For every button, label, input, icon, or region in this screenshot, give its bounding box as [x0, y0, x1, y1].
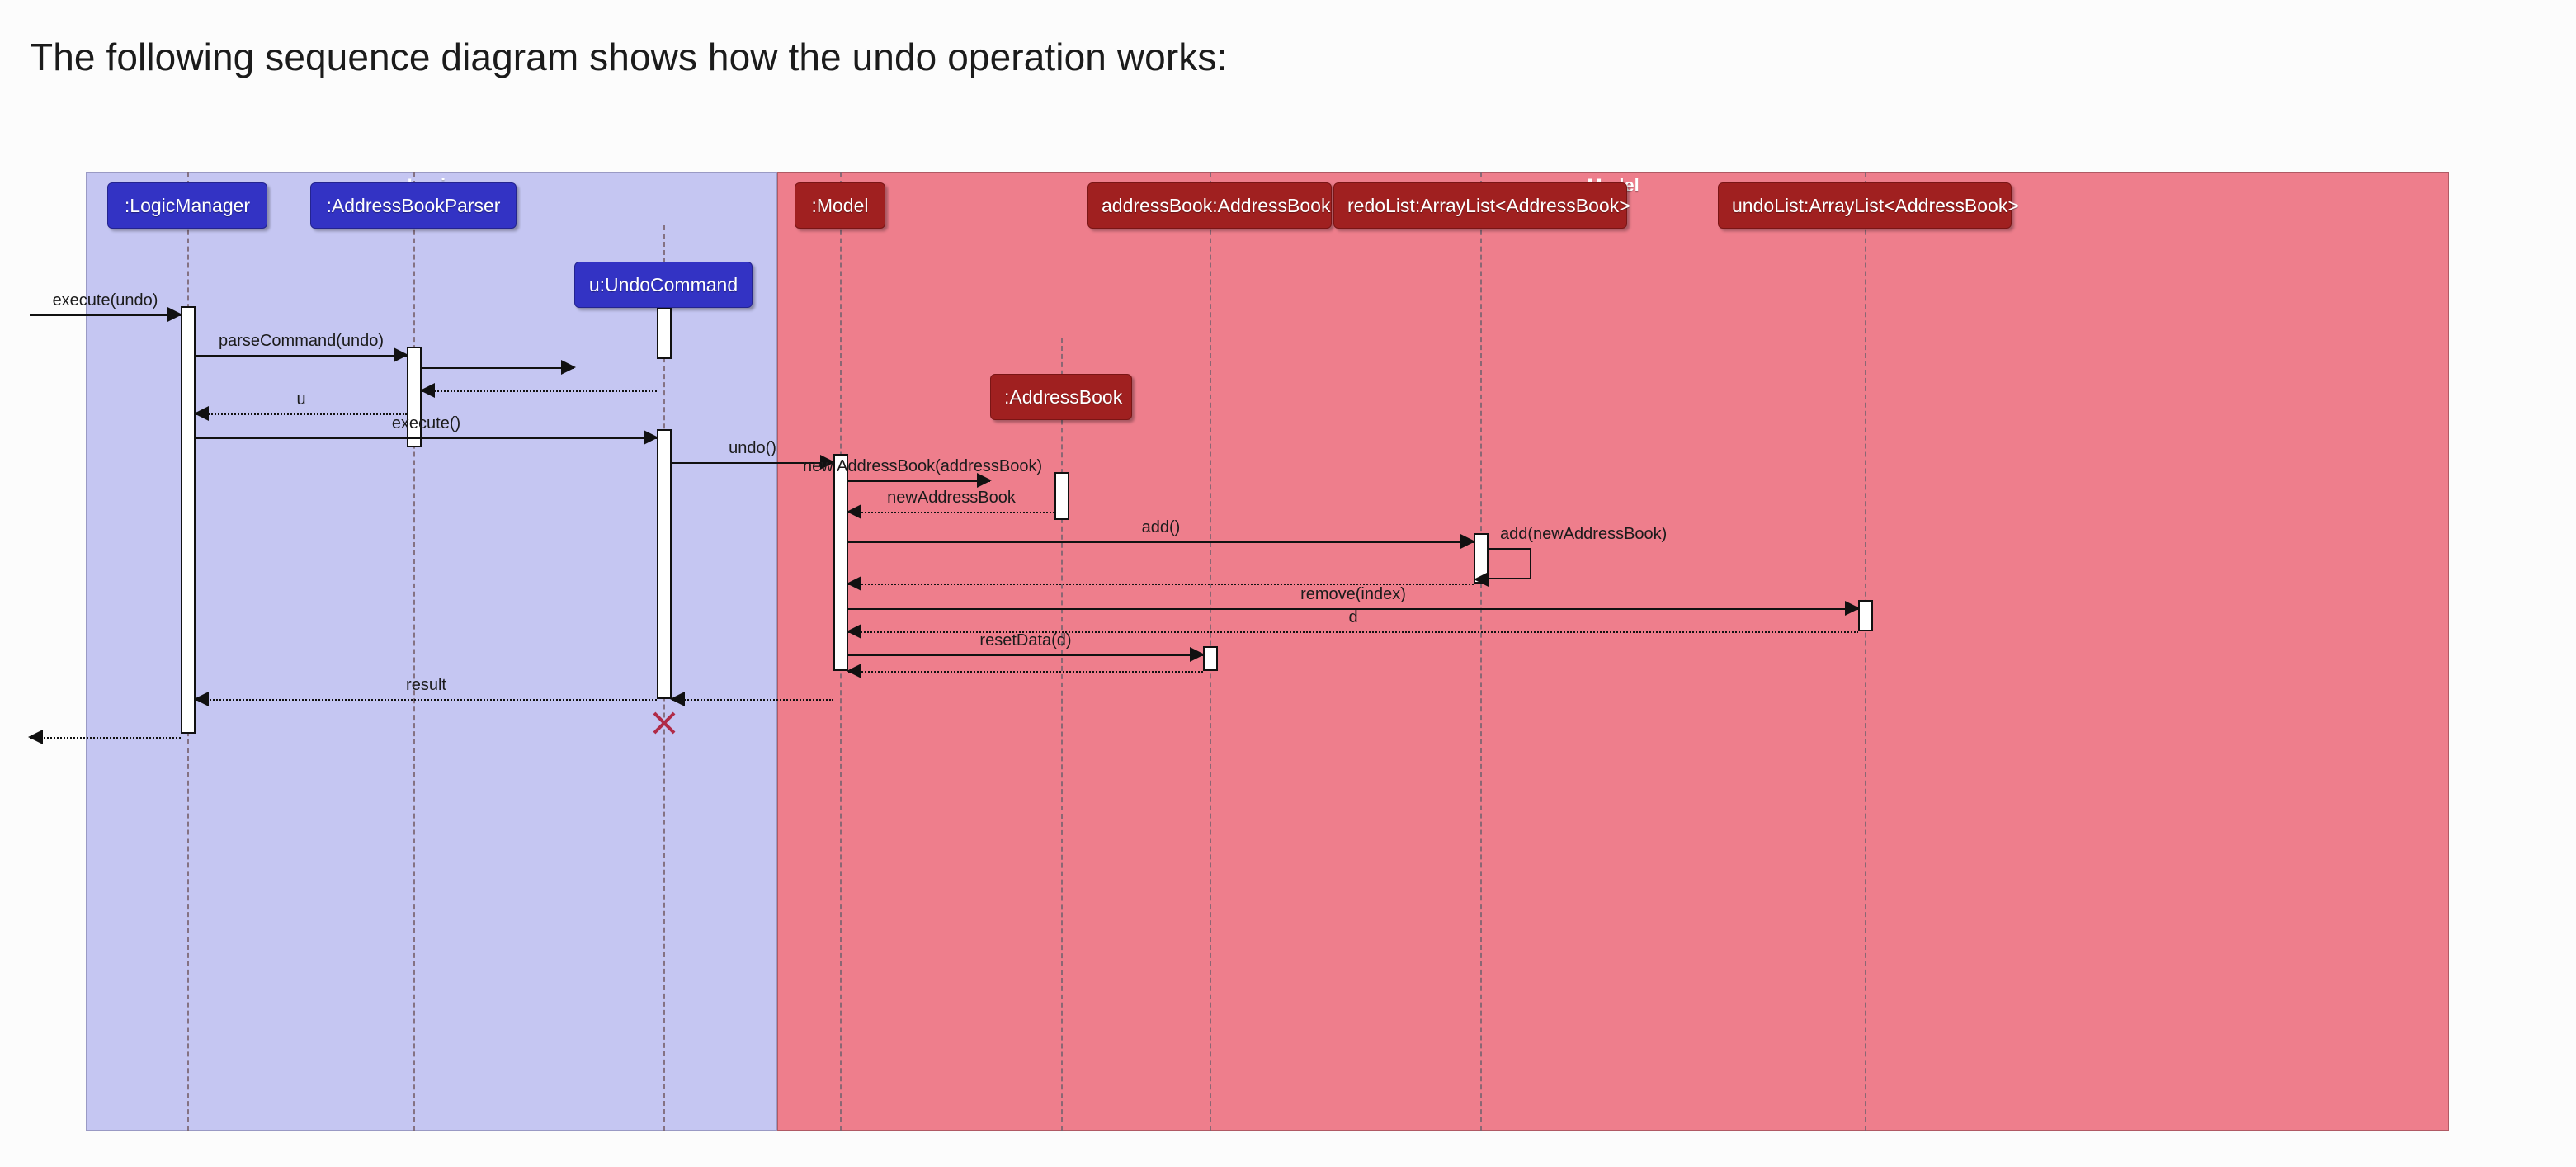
arrowhead-right — [644, 430, 658, 445]
message-line — [848, 654, 1203, 656]
message-label: undo() — [729, 439, 776, 457]
message-line — [422, 390, 657, 392]
arrowhead-left — [847, 576, 861, 591]
activation-undoCommand-exec — [657, 429, 672, 699]
message-line — [848, 584, 1474, 585]
message-label: add() — [1141, 518, 1181, 536]
arrowhead-right — [561, 360, 576, 375]
arrowhead-left — [194, 406, 209, 421]
message-line — [848, 671, 1203, 673]
message-line — [196, 355, 407, 357]
arrowhead-right — [394, 347, 408, 362]
sequence-diagram: Logic Model :LogicManager :AddressBookPa… — [28, 172, 2449, 1131]
participant-redoList[interactable]: redoList:ArrayList<AddressBook> — [1333, 182, 1630, 229]
activation-abNew — [1054, 472, 1069, 520]
message-label: d — [1348, 608, 1358, 626]
message-label: result — [406, 676, 446, 694]
destroy-marker-undocommand — [650, 709, 678, 737]
arrowhead-right — [167, 307, 182, 322]
page-title: The following sequence diagram shows how… — [30, 35, 1228, 78]
arrowhead-left — [28, 730, 43, 744]
participant-logicManager[interactable]: :LogicManager — [107, 182, 267, 229]
message-line — [672, 462, 833, 464]
message-line — [422, 367, 574, 369]
message-line — [196, 437, 657, 439]
message-line — [848, 512, 1054, 513]
message-label: execute() — [391, 414, 461, 432]
message-label: u — [296, 390, 306, 409]
arrowhead-left — [1474, 572, 1489, 587]
arrowhead-left — [847, 624, 861, 639]
message-line — [196, 413, 407, 415]
lifeline-abNew — [1061, 338, 1063, 1131]
participant-parser[interactable]: :AddressBookParser — [310, 182, 517, 229]
arrowhead-left — [670, 692, 685, 706]
message-label: execute(undo) — [52, 291, 158, 309]
lifeline-undoList — [1865, 172, 1866, 1131]
message-label: parseCommand(undo) — [218, 332, 385, 350]
message-label: remove(index) — [1300, 585, 1406, 603]
partition-model: Model — [777, 172, 2449, 1131]
arrowhead-left — [420, 383, 435, 398]
arrowhead-left — [847, 504, 861, 519]
arrowhead-right — [977, 473, 992, 488]
message-line — [30, 314, 181, 316]
arrowhead-left — [194, 692, 209, 706]
activation-model — [833, 454, 848, 671]
arrowhead-right — [1190, 647, 1205, 662]
participant-model[interactable]: :Model — [795, 182, 885, 229]
arrowhead-left — [847, 664, 861, 678]
arrowhead-right — [1460, 534, 1475, 549]
message-label: new AddressBook(addressBook) — [803, 457, 1043, 475]
activation-logicManager — [181, 306, 196, 734]
message-line — [848, 541, 1474, 543]
message-line — [30, 737, 181, 739]
message-line — [196, 699, 657, 701]
message-line — [848, 631, 1858, 633]
activation-undoCommand-create — [657, 308, 672, 359]
participant-abNew[interactable]: :AddressBook — [990, 374, 1132, 420]
self-message-loop — [1489, 548, 1531, 579]
message-label: resetData(d) — [979, 631, 1072, 650]
activation-addressBook — [1203, 646, 1218, 671]
participant-undoList[interactable]: undoList:ArrayList<AddressBook> — [1718, 182, 2019, 229]
participant-addressBook[interactable]: addressBook:AddressBook — [1087, 182, 1332, 229]
activation-undoList — [1858, 600, 1873, 631]
message-line — [848, 608, 1858, 610]
participant-undoCommand[interactable]: u:UndoCommand — [574, 262, 753, 308]
message-self-add-newaddressbook: add(newAddressBook) — [1474, 525, 1667, 587]
lifeline-redoList — [1480, 172, 1482, 1131]
message-label: newAddressBook — [887, 489, 1016, 507]
message-line — [672, 699, 833, 701]
message-line — [848, 480, 990, 482]
lifeline-parser — [413, 172, 415, 1131]
arrowhead-right — [820, 455, 835, 470]
arrowhead-right — [1845, 601, 1860, 616]
message-label: add(newAddressBook) — [1500, 525, 1668, 543]
